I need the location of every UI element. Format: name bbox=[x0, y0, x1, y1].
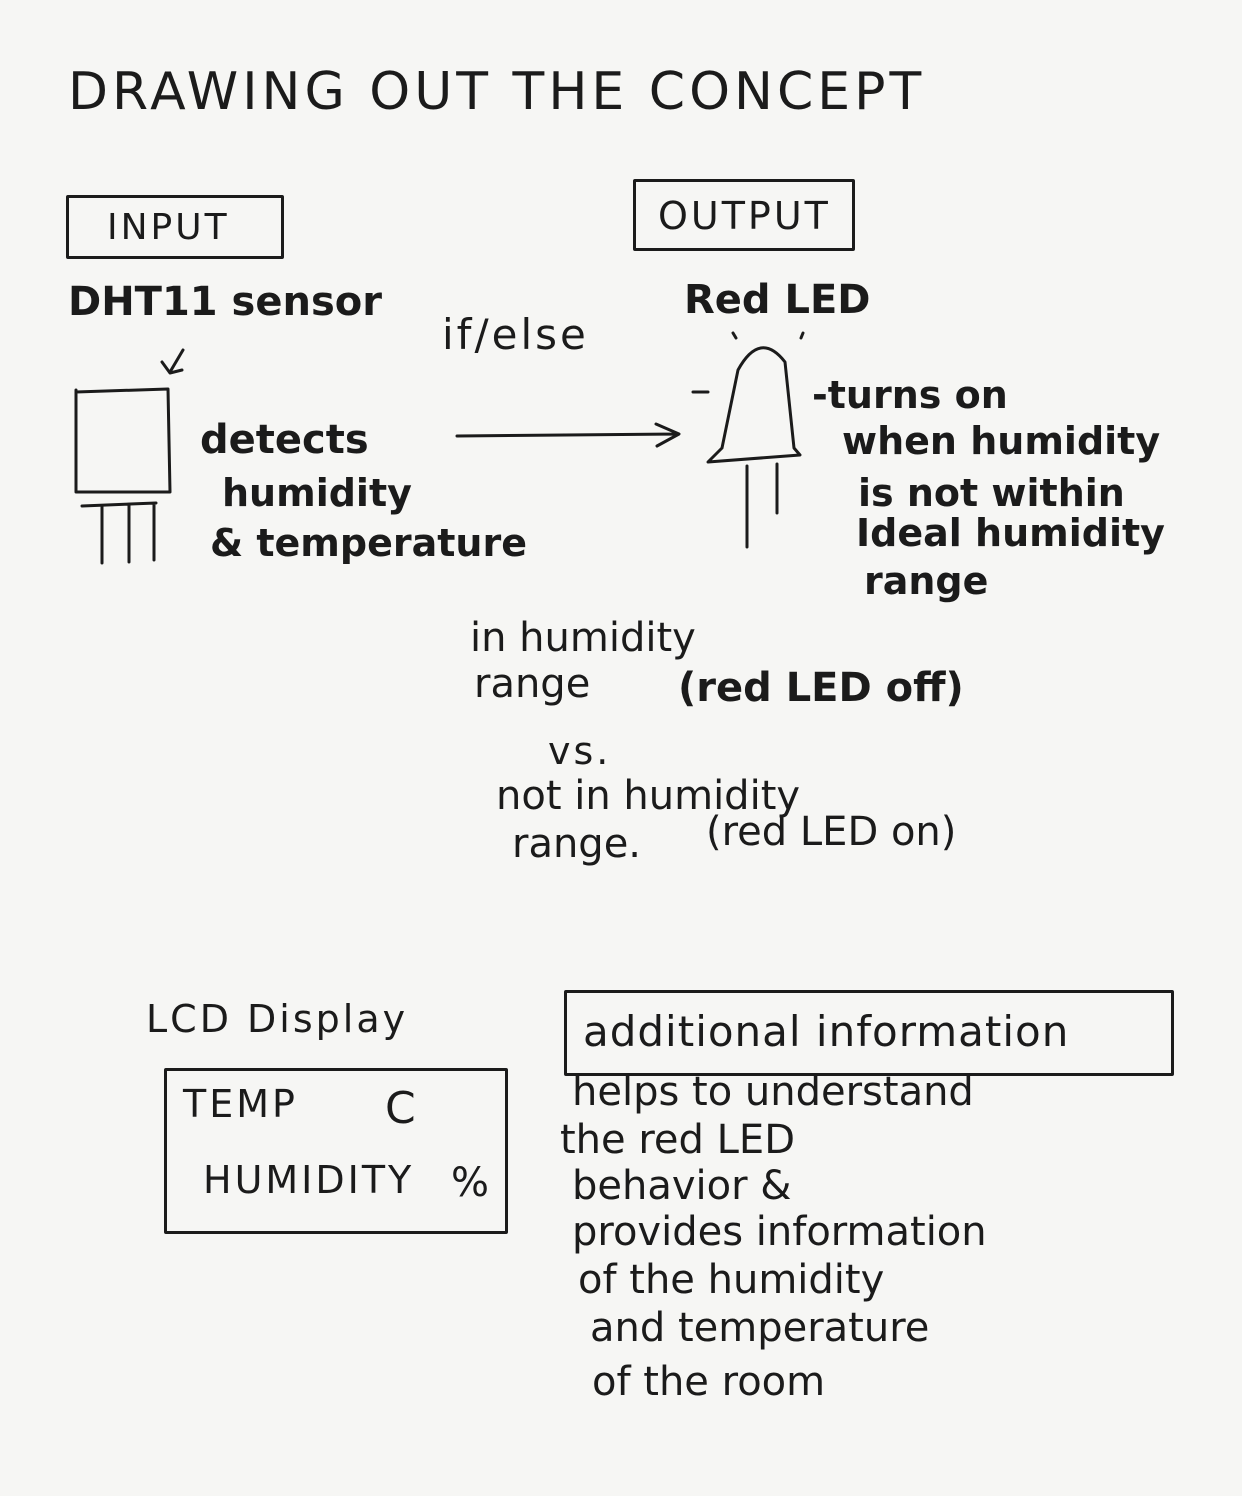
lcd-humidity-unit: % bbox=[451, 1160, 490, 1206]
output-desc-line-4: Ideal humidity bbox=[856, 511, 1165, 555]
output-desc-line-5: range bbox=[864, 559, 989, 603]
output-desc-line-1: -turns on bbox=[812, 373, 1008, 417]
state-out-range-line-2: range. bbox=[512, 821, 642, 867]
state-in-range-line-2: range bbox=[474, 661, 591, 707]
additional-line-7: of the room bbox=[592, 1359, 826, 1405]
sensor-pointer-arrow bbox=[160, 348, 185, 375]
lcd-temp-label: TEMP bbox=[183, 1082, 298, 1126]
logic-label: if/else bbox=[442, 310, 589, 359]
state-in-range-note: (red LED off) bbox=[678, 665, 964, 711]
additional-info-heading: additional information bbox=[583, 1007, 1070, 1056]
additional-line-2: the red LED bbox=[560, 1117, 795, 1163]
led-legs-icon bbox=[745, 462, 779, 549]
input-heading: INPUT bbox=[107, 207, 230, 248]
additional-line-3: behavior & bbox=[572, 1163, 792, 1209]
additional-line-1: helps to understand bbox=[572, 1069, 974, 1115]
state-in-range-line-1: in humidity bbox=[470, 615, 696, 661]
input-desc-line-2: humidity bbox=[222, 471, 412, 515]
lcd-display-box: TEMP C HUMIDITY % bbox=[164, 1068, 508, 1234]
state-vs: vs. bbox=[548, 729, 612, 773]
lcd-heading: LCD Display bbox=[146, 997, 409, 1041]
page-title: DRAWING OUT THE CONCEPT bbox=[68, 62, 926, 122]
output-heading: OUTPUT bbox=[658, 194, 831, 238]
red-led-icon bbox=[706, 346, 802, 464]
output-heading-box: OUTPUT bbox=[633, 179, 855, 251]
output-desc-line-3: is not within bbox=[858, 471, 1125, 515]
flow-arrow bbox=[455, 422, 681, 448]
additional-info-heading-box: additional information bbox=[564, 990, 1174, 1076]
input-heading-box: INPUT bbox=[66, 195, 284, 259]
sensor-name: DHT11 sensor bbox=[68, 279, 382, 325]
sensor-pins-icon bbox=[80, 501, 158, 565]
output-desc-line-2: when humidity bbox=[842, 419, 1161, 463]
state-out-range-line-1: not in humidity bbox=[496, 773, 801, 819]
state-out-range-note: (red LED on) bbox=[706, 809, 957, 855]
dht11-sensor-icon bbox=[74, 387, 172, 494]
led-glow-icon bbox=[691, 331, 805, 394]
input-desc-line-3: & temperature bbox=[210, 521, 527, 565]
additional-line-6: and temperature bbox=[590, 1305, 930, 1351]
additional-line-5: of the humidity bbox=[578, 1257, 885, 1303]
lcd-temp-unit: C bbox=[385, 1083, 416, 1134]
additional-line-4: provides information bbox=[572, 1209, 987, 1255]
led-name: Red LED bbox=[684, 277, 871, 323]
lcd-humidity-label: HUMIDITY bbox=[203, 1158, 415, 1202]
input-desc-line-1: detects bbox=[200, 417, 369, 463]
